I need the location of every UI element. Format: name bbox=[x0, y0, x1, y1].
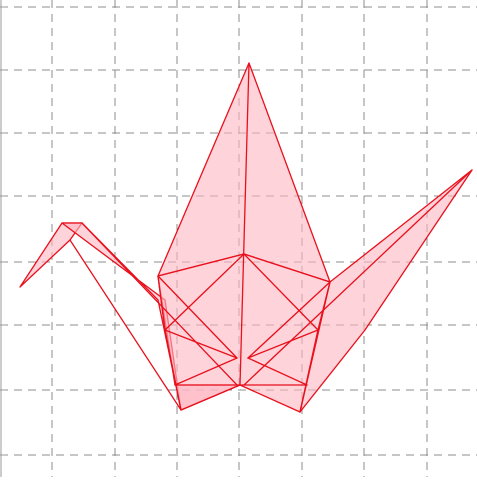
fold-left-diamond bbox=[164, 253, 245, 331]
fold-tail-edge bbox=[299, 281, 331, 413]
crane-head bbox=[19, 222, 83, 288]
crane-shape bbox=[19, 62, 473, 413]
left-axis bbox=[0, 0, 6, 477]
fold-left-bottom bbox=[174, 357, 238, 386]
crane-body-lower bbox=[157, 253, 331, 413]
fold-right-bottom bbox=[247, 357, 308, 386]
fold-center-spine bbox=[239, 62, 250, 386]
fold-right-diamond bbox=[243, 253, 319, 331]
crane-fold-lines bbox=[69, 62, 473, 413]
fold-right-low bbox=[247, 329, 319, 359]
fold-tail-inner bbox=[243, 169, 473, 386]
fold-neck-outer bbox=[69, 239, 182, 411]
fold-left-low bbox=[164, 329, 238, 359]
fold-right-inner bbox=[247, 281, 331, 359]
fold-left-inner bbox=[157, 275, 238, 359]
fold-neck-inner bbox=[81, 222, 238, 386]
